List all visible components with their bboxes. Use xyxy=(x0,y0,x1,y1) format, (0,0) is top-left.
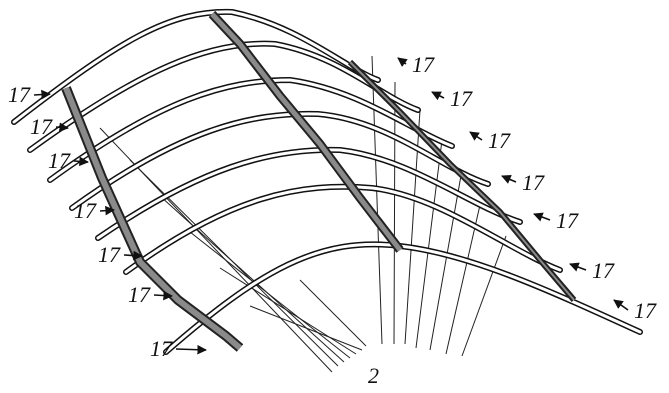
callout-arrow xyxy=(431,91,445,101)
callout-label: 17 xyxy=(556,208,579,233)
callout-label: 17 xyxy=(128,282,151,307)
leader-line xyxy=(393,81,396,345)
purlin-fill xyxy=(63,86,242,351)
callout-label: 17 xyxy=(150,336,173,361)
callout-arrow xyxy=(397,57,408,68)
callout-arrow xyxy=(55,122,69,133)
leader-line xyxy=(299,279,367,347)
callout-arrow xyxy=(153,290,173,301)
callout-label: 17 xyxy=(450,86,473,111)
callout-arrow xyxy=(175,344,207,355)
arch-rib-inner xyxy=(96,148,522,240)
callout-arrow xyxy=(123,250,143,261)
callout-arrow xyxy=(99,205,115,216)
leader-line xyxy=(445,204,481,355)
purlins xyxy=(61,10,577,352)
leader-line xyxy=(189,231,351,359)
callout-arrow xyxy=(613,299,629,311)
center-label: 2 xyxy=(368,363,379,388)
callout-label: 17 xyxy=(522,170,545,195)
leader-line xyxy=(371,55,383,345)
leader-line xyxy=(249,305,363,351)
callout-label: 17 xyxy=(98,242,121,267)
leader-line xyxy=(429,169,463,351)
purlin-fill xyxy=(210,12,402,252)
leader-line xyxy=(159,195,345,363)
leader-line xyxy=(219,267,357,355)
callout-label: 17 xyxy=(30,114,53,139)
callout-label: 17 xyxy=(488,128,511,153)
right-callouts: 17 17 17 17 17 17 17 xyxy=(397,52,657,323)
purlin-fill xyxy=(349,61,575,301)
leader-line xyxy=(415,139,443,349)
callout-label: 17 xyxy=(48,148,71,173)
callout-arrow xyxy=(533,212,551,222)
leader-line xyxy=(461,235,507,357)
callout-arrow xyxy=(501,174,517,184)
callout-label: 17 xyxy=(412,52,435,77)
arch-rib-inner xyxy=(70,112,490,210)
callout-arrow xyxy=(569,262,587,272)
arch-rib-inner xyxy=(48,78,454,182)
callout-label: 17 xyxy=(8,82,31,107)
callout-arrow xyxy=(73,156,89,167)
callout-label: 17 xyxy=(592,258,615,283)
callout-arrow xyxy=(33,89,51,100)
callout-label: 17 xyxy=(634,298,657,323)
leader-lines xyxy=(99,55,507,373)
arch-rib-inner xyxy=(12,10,380,124)
arch-rib-inner xyxy=(124,185,562,274)
callout-arrow xyxy=(469,131,483,141)
callout-label: 17 xyxy=(74,198,97,223)
